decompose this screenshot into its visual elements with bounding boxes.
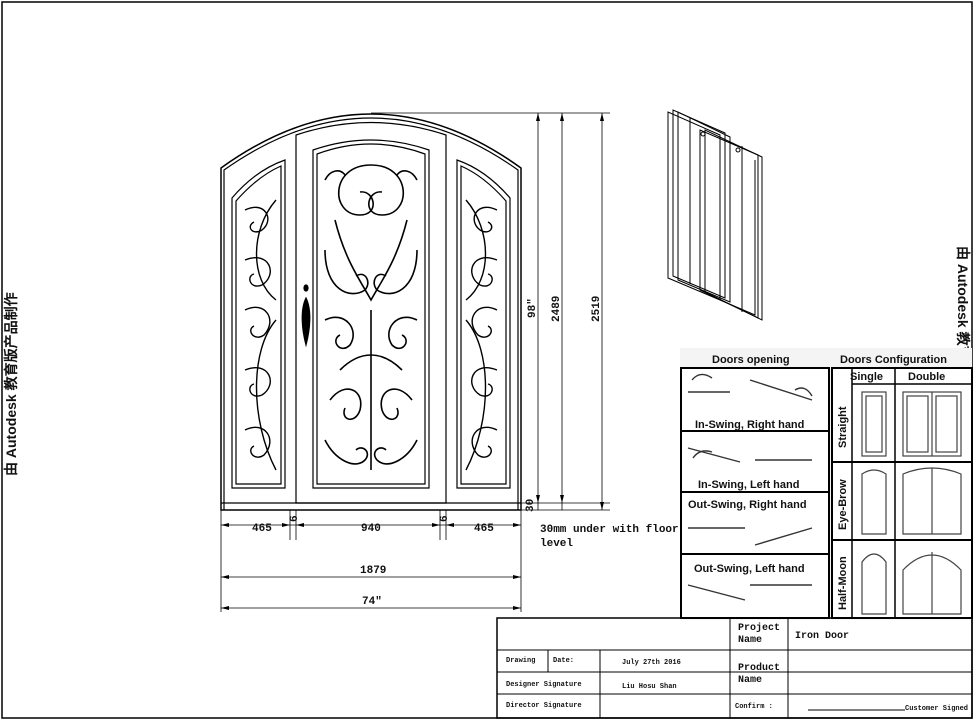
opening-in-right: In-Swing, Right hand bbox=[695, 419, 804, 431]
tb-designer-label: Designer Signature bbox=[506, 681, 582, 689]
tb-product-label-1: Product bbox=[738, 662, 780, 674]
tb-director-label: Director Signature bbox=[506, 702, 582, 710]
dim-overall-in: 74″ bbox=[362, 596, 382, 608]
dim-left-sidelight: 465 bbox=[252, 523, 272, 535]
config-col-single: Single bbox=[850, 371, 883, 383]
config-row-straight: Straight bbox=[837, 406, 849, 448]
dim-left-gap: 6 bbox=[289, 515, 301, 522]
door-elevation bbox=[220, 113, 522, 511]
tb-date-label: Date: bbox=[553, 657, 574, 665]
floor-note-line2: level bbox=[540, 538, 573, 550]
dim-door-leaf: 940 bbox=[361, 523, 381, 535]
dim-height-b: 2519 bbox=[591, 296, 603, 322]
tb-project-value: Iron Door bbox=[795, 631, 849, 642]
tb-project-label-1: Project bbox=[738, 622, 780, 634]
tb-confirm-label: Confirm : bbox=[735, 703, 773, 711]
legend-opening-title: Doors opening bbox=[712, 354, 790, 366]
title-block bbox=[496, 617, 973, 719]
dim-threshold: 30 bbox=[525, 499, 537, 512]
tb-drawing-label: Drawing bbox=[506, 657, 535, 665]
watermark-left: 由 Autodesk 教育版产品制作 bbox=[3, 292, 19, 476]
floor-note-line1: 30mm under with floor bbox=[540, 524, 679, 536]
dim-height-a: 2489 bbox=[551, 296, 563, 322]
config-row-eyebrow: Eye-Brow bbox=[837, 479, 849, 530]
dim-height-in: 98″ bbox=[527, 298, 539, 318]
tb-product-label-2: Name bbox=[738, 675, 762, 686]
dimension-lines bbox=[220, 112, 610, 612]
dim-overall-mm: 1879 bbox=[360, 565, 386, 577]
config-col-double: Double bbox=[908, 371, 945, 383]
dimension-arrows bbox=[221, 113, 604, 610]
opening-in-left: In-Swing, Left hand bbox=[698, 479, 799, 491]
legend-config-title: Doors Configuration bbox=[840, 354, 947, 366]
legend-doors-configuration: Doors Configuration Single Double Straig… bbox=[831, 354, 973, 619]
dim-right-sidelight: 465 bbox=[474, 523, 494, 535]
config-row-halfmoon: Half-Moon bbox=[837, 556, 849, 610]
tb-designer-value: Liu Hosu Shan bbox=[622, 683, 677, 691]
opening-out-right: Out-Swing, Right hand bbox=[688, 499, 807, 511]
tb-project-label-2: Name bbox=[738, 635, 762, 646]
tb-customer-label: Customer Signed bbox=[905, 705, 968, 713]
opening-out-left: Out-Swing, Left hand bbox=[694, 563, 805, 575]
dim-right-gap: 6 bbox=[439, 515, 451, 522]
tb-date-value: July 27th 2016 bbox=[622, 659, 681, 667]
door-side-view bbox=[667, 109, 763, 321]
